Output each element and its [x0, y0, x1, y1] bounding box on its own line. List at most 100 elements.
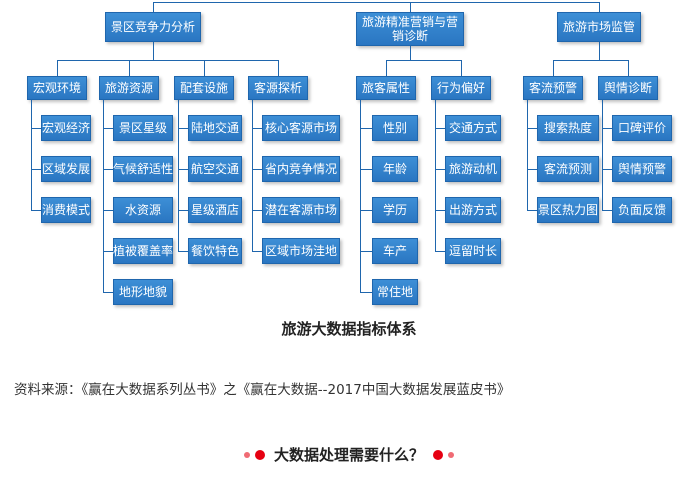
- connector-line: [599, 42, 600, 60]
- leaf-node: 植被覆盖率: [113, 238, 173, 264]
- leaf-node-label: 水资源: [124, 202, 161, 217]
- connector-line: [360, 169, 372, 170]
- connector-line: [435, 251, 445, 252]
- leaf-node: 景区热力图: [537, 197, 599, 223]
- connector-line: [628, 60, 629, 76]
- connector-line: [602, 100, 603, 210]
- connector-line: [103, 210, 113, 211]
- connector-line: [204, 60, 205, 76]
- leaf-node-label: 旅游动机: [448, 161, 497, 176]
- connector-line: [527, 210, 537, 211]
- leaf-node: 常住地: [372, 279, 418, 305]
- leaf-node: 宏观经济: [41, 115, 91, 141]
- leaf-node-label: 区域市场洼地: [264, 243, 337, 258]
- connector-line: [360, 210, 372, 211]
- connector-line: [435, 169, 445, 170]
- leaf-node: 客流预测: [537, 156, 599, 182]
- connector-line: [386, 60, 461, 61]
- leaf-node-label: 学历: [382, 202, 407, 217]
- connector-line: [527, 128, 537, 129]
- group-node: 配套设施: [174, 76, 234, 100]
- connector-line: [57, 60, 278, 61]
- leaf-node-label: 核心客源市场: [264, 120, 337, 135]
- group-node: 旅客属性: [356, 76, 416, 100]
- leaf-node-label: 气候舒适性: [113, 161, 174, 176]
- connector-line: [252, 251, 262, 252]
- leaf-node: 地形地貌: [113, 279, 173, 305]
- group-node-label: 客流预警: [528, 80, 577, 95]
- leaf-node-label: 陆地交通: [190, 120, 239, 135]
- connector-line: [553, 60, 628, 61]
- leaf-node: 学历: [372, 197, 418, 223]
- connector-line: [410, 46, 411, 60]
- connector-line: [178, 128, 188, 129]
- leaf-node-label: 车产: [382, 243, 407, 258]
- connector-line: [360, 100, 361, 292]
- leaf-node-label: 宏观经济: [42, 120, 91, 135]
- diagram-caption: 旅游大数据指标体系: [281, 320, 417, 338]
- leaf-node: 省内竞争情况: [262, 156, 340, 182]
- leaf-node-label: 区域发展: [42, 161, 91, 176]
- connector-line: [31, 210, 41, 211]
- leaf-node-label: 景区星级: [118, 120, 167, 135]
- leaf-node-label: 地形地貌: [118, 284, 167, 299]
- leaf-node-label: 出游方式: [448, 202, 497, 217]
- leaf-node-label: 性别: [382, 120, 407, 135]
- leaf-node: 性别: [372, 115, 418, 141]
- connector-line: [527, 100, 528, 210]
- top-node-label: 旅游市场监管: [562, 19, 635, 34]
- connector-line: [103, 251, 113, 252]
- connector-line: [252, 169, 262, 170]
- connector-line: [435, 210, 445, 211]
- indicator-tree-diagram: 景区竞争力分析宏观环境宏观经济区域发展消费模式旅游资源景区星级气候舒适性水资源植…: [27, 2, 672, 305]
- leaf-node-label: 景区热力图: [538, 202, 599, 217]
- connector-line: [602, 128, 612, 129]
- connector-line: [178, 210, 188, 211]
- group-node: 行为偏好: [431, 76, 491, 100]
- leaf-node: 消费模式: [41, 197, 91, 223]
- section-heading-text: 大数据处理需要什么？: [273, 446, 424, 464]
- top-node-label: 旅游精准营销与营销诊断: [361, 14, 458, 43]
- connector-line: [360, 292, 372, 293]
- connector-line: [435, 100, 436, 251]
- leaf-node: 舆情预警: [612, 156, 672, 182]
- top-node: 旅游市场监管: [557, 12, 641, 42]
- leaf-node: 出游方式: [445, 197, 501, 223]
- group-node: 舆情诊断: [598, 76, 658, 100]
- leaf-node-label: 省内竞争情况: [264, 161, 337, 176]
- connector-line: [153, 42, 154, 60]
- group-node: 旅游资源: [99, 76, 159, 100]
- connector-line: [461, 60, 462, 76]
- leaf-node: 交通方式: [445, 115, 501, 141]
- connector-line: [103, 100, 104, 292]
- connector-line: [153, 2, 154, 12]
- leaf-node: 口碑评价: [612, 115, 672, 141]
- group-node: 客流预警: [523, 76, 583, 100]
- top-node: 旅游精准营销与营销诊断: [356, 12, 464, 46]
- bullet-dot-icon: [243, 451, 250, 458]
- top-node-label: 景区竞争力分析: [110, 19, 195, 34]
- leaf-node: 核心客源市场: [262, 115, 340, 141]
- leaf-node-label: 逗留时长: [448, 243, 497, 258]
- source-note: 资料来源：《赢在大数据系列丛书》之《赢在大数据--2017中国大数据发展蓝皮书》: [14, 382, 511, 398]
- connector-line: [360, 251, 372, 252]
- connector-line: [410, 2, 411, 12]
- leaf-node-label: 搜索热度: [543, 120, 592, 135]
- connector-line: [252, 100, 253, 251]
- connector-line: [360, 128, 372, 129]
- group-node-label: 舆情诊断: [603, 80, 652, 95]
- leaf-node: 负面反馈: [612, 197, 672, 223]
- leaf-node: 逗留时长: [445, 238, 501, 264]
- group-node-label: 旅客属性: [361, 80, 410, 95]
- leaf-node: 星级酒店: [188, 197, 242, 223]
- leaf-node-label: 植被覆盖率: [113, 243, 174, 258]
- connector-line: [602, 210, 612, 211]
- leaf-node-label: 消费模式: [42, 202, 91, 217]
- bullet-dot-icon: [254, 449, 265, 460]
- group-node-label: 配套设施: [179, 80, 228, 95]
- leaf-node: 搜索热度: [537, 115, 599, 141]
- leaf-node-label: 星级酒店: [190, 202, 239, 217]
- leaf-node: 旅游动机: [445, 156, 501, 182]
- leaf-node: 年龄: [372, 156, 418, 182]
- connector-line: [602, 169, 612, 170]
